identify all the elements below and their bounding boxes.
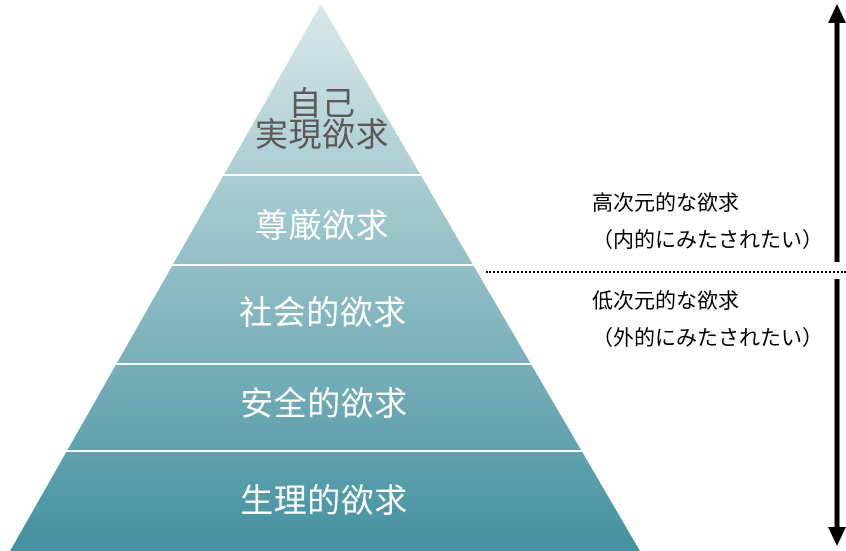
- pyramid-level-safety: 安全的欲求: [240, 385, 408, 422]
- low-needs-line2: （外的にみたされたい）: [592, 327, 823, 350]
- pyramid-triangle: [10, 4, 640, 551]
- pyramid-level-self-actualization: 自己 実現欲求: [255, 85, 389, 153]
- arrow-up-icon: [828, 4, 846, 262]
- pyramid-level-esteem: 尊厳欲求: [255, 207, 389, 244]
- pyramid-level-social: 社会的欲求: [239, 294, 407, 331]
- high-needs-annotation: 高次元的な欲求 （内的にみたされたい）: [592, 185, 823, 259]
- pyramid-level-physiological: 生理的欲求: [240, 482, 408, 519]
- high-needs-line2: （内的にみたされたい）: [592, 229, 823, 252]
- high-needs-line1: 高次元的な欲求: [592, 192, 739, 215]
- low-needs-line1: 低次元的な欲求: [592, 290, 739, 313]
- low-needs-annotation: 低次元的な欲求 （外的にみたされたい）: [592, 283, 823, 357]
- arrow-down-icon: [828, 279, 846, 546]
- high-low-divider-dotted-line: [486, 271, 846, 273]
